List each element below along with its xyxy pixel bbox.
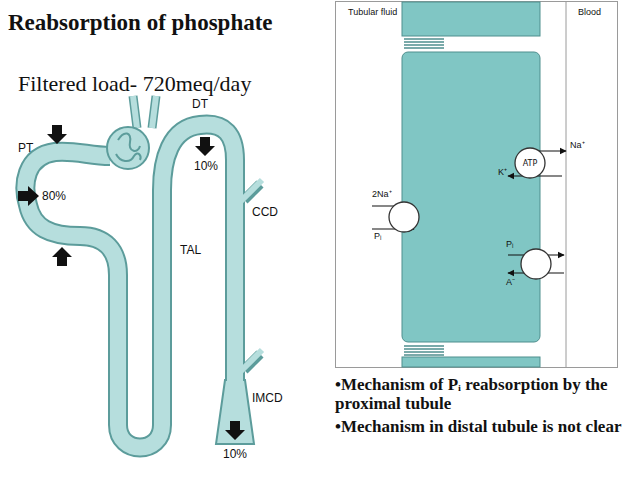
ion-name: A⁻ — [506, 278, 515, 288]
segment-name: CCD — [252, 206, 278, 219]
compartment-name: Blood — [578, 8, 601, 18]
cell-panel — [566, 2, 567, 367]
segment-name: TAL — [180, 244, 201, 257]
ion-name: K⁺ — [498, 168, 507, 178]
reabsorption-arrow — [225, 421, 245, 440]
segment-name: PT — [18, 142, 33, 155]
cell-panel — [402, 357, 540, 367]
nephron — [133, 96, 156, 128]
cell-panel — [336, 2, 618, 368]
reabsorption-arrow — [18, 125, 245, 440]
filtered-load: Filtered load- 720meq/day — [18, 72, 251, 96]
cell-panel — [336, 2, 618, 368]
nephron — [116, 133, 141, 161]
cell-panel — [402, 2, 540, 36]
cell-panel — [402, 52, 540, 342]
reabsorption-arrow — [52, 247, 72, 266]
transporter-circle — [521, 249, 551, 279]
percent-value: 10% — [223, 448, 247, 461]
reabsorption-arrow — [47, 125, 67, 144]
bullet-note: •Mechanism in distal tubule is not clear — [335, 418, 625, 437]
reabsorption-arrow — [195, 137, 215, 156]
nephron — [25, 125, 235, 448]
pump-label: ATP — [514, 147, 546, 179]
ion-name: 2Na⁺ — [372, 190, 392, 200]
compartment-name: Tubular fluid — [348, 8, 397, 18]
transporter-circle — [389, 202, 419, 232]
pump-circle — [515, 148, 545, 178]
nephron — [25, 96, 262, 448]
percent-value: 80% — [42, 190, 66, 203]
ion-name: Na⁺ — [570, 141, 585, 151]
atp-pump: ATP — [514, 147, 546, 179]
transporter-circle — [389, 202, 551, 279]
nephron — [133, 96, 156, 128]
slide-title: Reabsorption of phosphate — [8, 10, 273, 35]
ion-name: Pᵢ — [374, 232, 381, 242]
nephron — [219, 420, 251, 442]
nephron — [107, 127, 149, 169]
nephron — [25, 125, 235, 448]
segment-name: DT — [192, 98, 208, 111]
segment-name: IMCD — [252, 392, 283, 405]
percent-value: 10% — [194, 160, 218, 173]
cell-panel — [404, 39, 444, 355]
ion-name: Pᵢ — [506, 240, 513, 250]
reabsorption-arrow — [18, 186, 39, 206]
bullet-note: •Mechanism of Pᵢ reabsorption by the pro… — [335, 376, 625, 413]
